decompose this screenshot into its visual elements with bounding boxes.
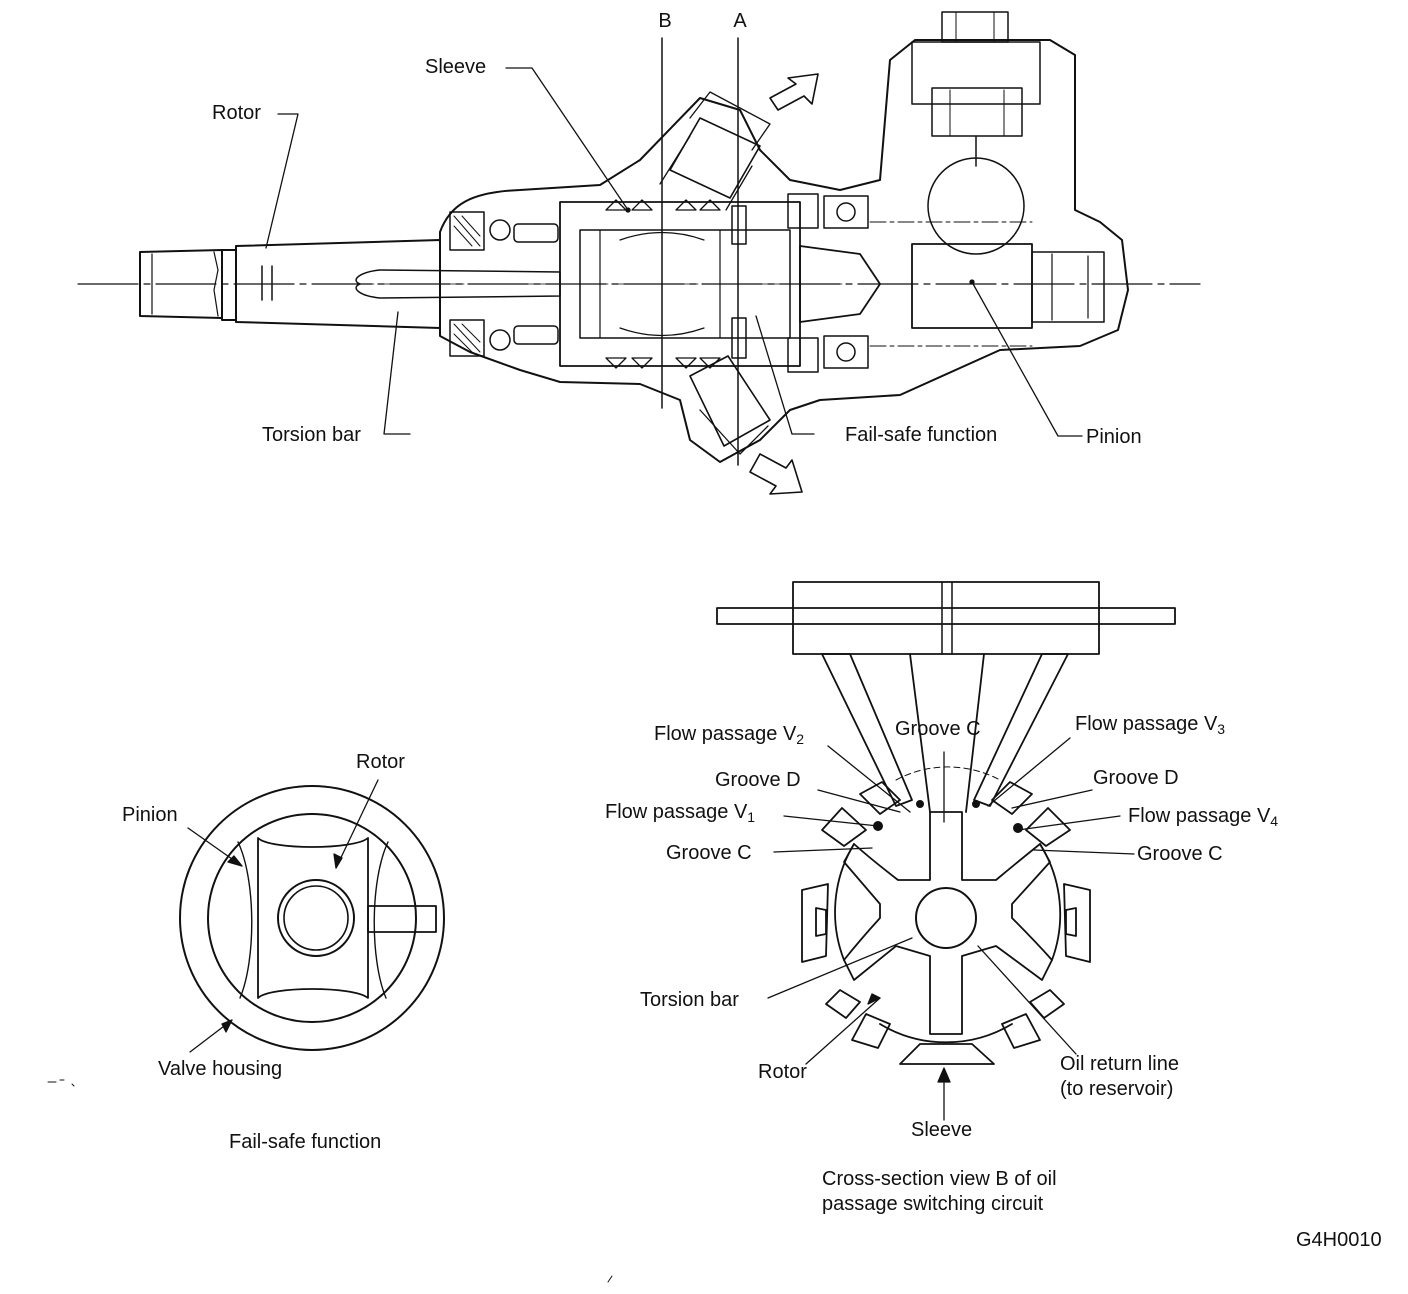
scan-marks <box>47 1079 613 1283</box>
cs-caption-line-2: passage switching circuit <box>822 1193 1044 1215</box>
fail-safe-function-label: Fail-safe function <box>845 424 998 446</box>
fail-safe-drawing <box>179 785 445 1051</box>
section-a-label: A <box>733 10 747 32</box>
flow-passage-v4-label: Flow passage V4 <box>1128 805 1279 829</box>
rack-guide <box>911 11 1041 255</box>
seal-rings <box>605 199 721 369</box>
fail-safe-key <box>367 905 437 933</box>
flow-passage-v1-label: Flow passage V1 <box>605 801 756 825</box>
inflow-arrow <box>769 73 819 111</box>
manifold-bar <box>716 607 1176 625</box>
fs-valve-housing-label: Valve housing <box>158 1058 283 1080</box>
fail-safe-pin <box>731 205 747 245</box>
cs-rotor-label: Rotor <box>758 1061 807 1083</box>
rotor-block <box>257 837 369 999</box>
pinion-circle <box>207 813 417 1023</box>
valve-housing-outline <box>439 39 1129 463</box>
groove-d-left-label: Groove D <box>715 769 801 791</box>
pinion-label: Pinion <box>1086 426 1142 448</box>
fail-safe-leaders <box>187 779 379 1053</box>
torsion-bar-circle <box>915 887 977 949</box>
fs-pinion-label: Pinion <box>122 804 178 826</box>
manifold-block <box>792 581 1100 655</box>
groove-c-top-duct <box>909 653 985 813</box>
cs-sleeve-label: Sleeve <box>911 1119 973 1141</box>
groove-c-left-label: Groove C <box>666 842 752 864</box>
top-leader-lines <box>265 67 1083 437</box>
torsion-bar-label: Torsion bar <box>262 424 361 446</box>
groove-c-right-label: Groove C <box>1137 843 1223 865</box>
groove-d-right-label: Groove D <box>1093 767 1179 789</box>
sleeve-label: Sleeve <box>425 56 487 78</box>
flow-passage-v2-label: Flow passage V2 <box>654 723 805 747</box>
cross-section-leaders <box>767 737 1135 1121</box>
rotor-bore <box>277 879 355 957</box>
cs-caption-line-1: Cross-section view B of oil <box>822 1168 1057 1190</box>
sleeve-segments <box>801 781 1091 1065</box>
torsion-bar <box>355 269 561 299</box>
fs-rotor-label: Rotor <box>356 751 405 773</box>
outlet-port <box>689 355 771 455</box>
figure-id: G4H0010 <box>1296 1229 1382 1251</box>
rotor-label: Rotor <box>212 102 261 124</box>
oil-return-line-label: Oil return line <box>1060 1053 1179 1075</box>
flow-passage-v3-label: Flow passage V3 <box>1075 713 1226 737</box>
flow-passage-v2-duct <box>821 653 913 807</box>
oil-return-line-sub-label: (to reservoir) <box>1060 1078 1174 1100</box>
valve-housing-circle <box>179 785 445 1051</box>
inlet-port <box>659 91 771 211</box>
cross-section-drawing <box>716 581 1176 1065</box>
flow-passage-v3-duct <box>973 653 1069 807</box>
seal-left <box>449 211 559 357</box>
groove-c-top-label: Groove C <box>895 718 981 740</box>
fs-caption: Fail-safe function <box>229 1131 382 1153</box>
outflow-arrow <box>749 453 803 495</box>
bearings <box>787 193 869 373</box>
pinion-shaft <box>799 245 881 323</box>
section-b-label: B <box>658 10 672 32</box>
valve-assembly-drawing <box>77 11 1201 495</box>
cs-torsion-bar-label: Torsion bar <box>640 989 739 1011</box>
